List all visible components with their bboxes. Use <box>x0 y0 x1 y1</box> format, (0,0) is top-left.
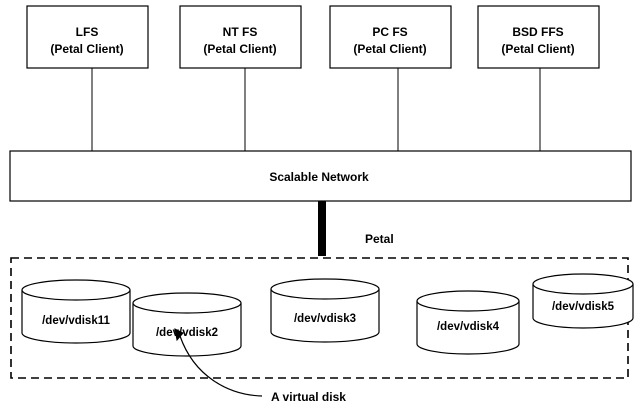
client-name: NT FS <box>223 25 258 39</box>
client-name: LFS <box>76 25 99 39</box>
disk-label: /dev/vdisk3 <box>294 313 356 325</box>
client-role: (Petal Client) <box>50 42 123 56</box>
virtual-disk-cylinder: /dev/vdisk4 <box>416 290 520 355</box>
virtual-disk-cylinder: /dev/vdisk5 <box>532 273 634 329</box>
annotation-label: A virtual disk <box>271 390 346 404</box>
virtual-disk-cylinder: /dev/vdisk3 <box>270 278 380 343</box>
disk-label: /dev/vdisk5 <box>552 301 615 313</box>
network-label: Scalable Network <box>269 170 369 184</box>
client-name: PC FS <box>372 25 407 39</box>
disk-label: /dev/vdisk11 <box>42 315 110 327</box>
arrow-head-icon <box>174 328 184 342</box>
client-role: (Petal Client) <box>501 42 574 56</box>
virtual-disk-cylinder: /dev/vdisk11 <box>21 279 131 344</box>
client-box-pc-fs: PC FS (Petal Client) <box>329 5 452 69</box>
virtual-disk-cylinder: /dev/vdisk2 <box>132 292 242 357</box>
disk-label: /dev/vdisk2 <box>156 327 218 339</box>
client-box-bsd-ffs: BSD FFS (Petal Client) <box>477 5 600 69</box>
client-box-lfs: LFS (Petal Client) <box>26 5 149 69</box>
network-box: Scalable Network <box>9 150 632 202</box>
client-role: (Petal Client) <box>203 42 276 56</box>
annotation-arrow <box>179 335 263 397</box>
client-name: BSD FFS <box>512 25 563 39</box>
client-box-nt-fs: NT FS (Petal Client) <box>179 5 302 69</box>
petal-label: Petal <box>365 232 394 246</box>
petal-link <box>318 201 326 256</box>
disk-label: /dev/vdisk4 <box>437 321 500 333</box>
client-role: (Petal Client) <box>353 42 426 56</box>
